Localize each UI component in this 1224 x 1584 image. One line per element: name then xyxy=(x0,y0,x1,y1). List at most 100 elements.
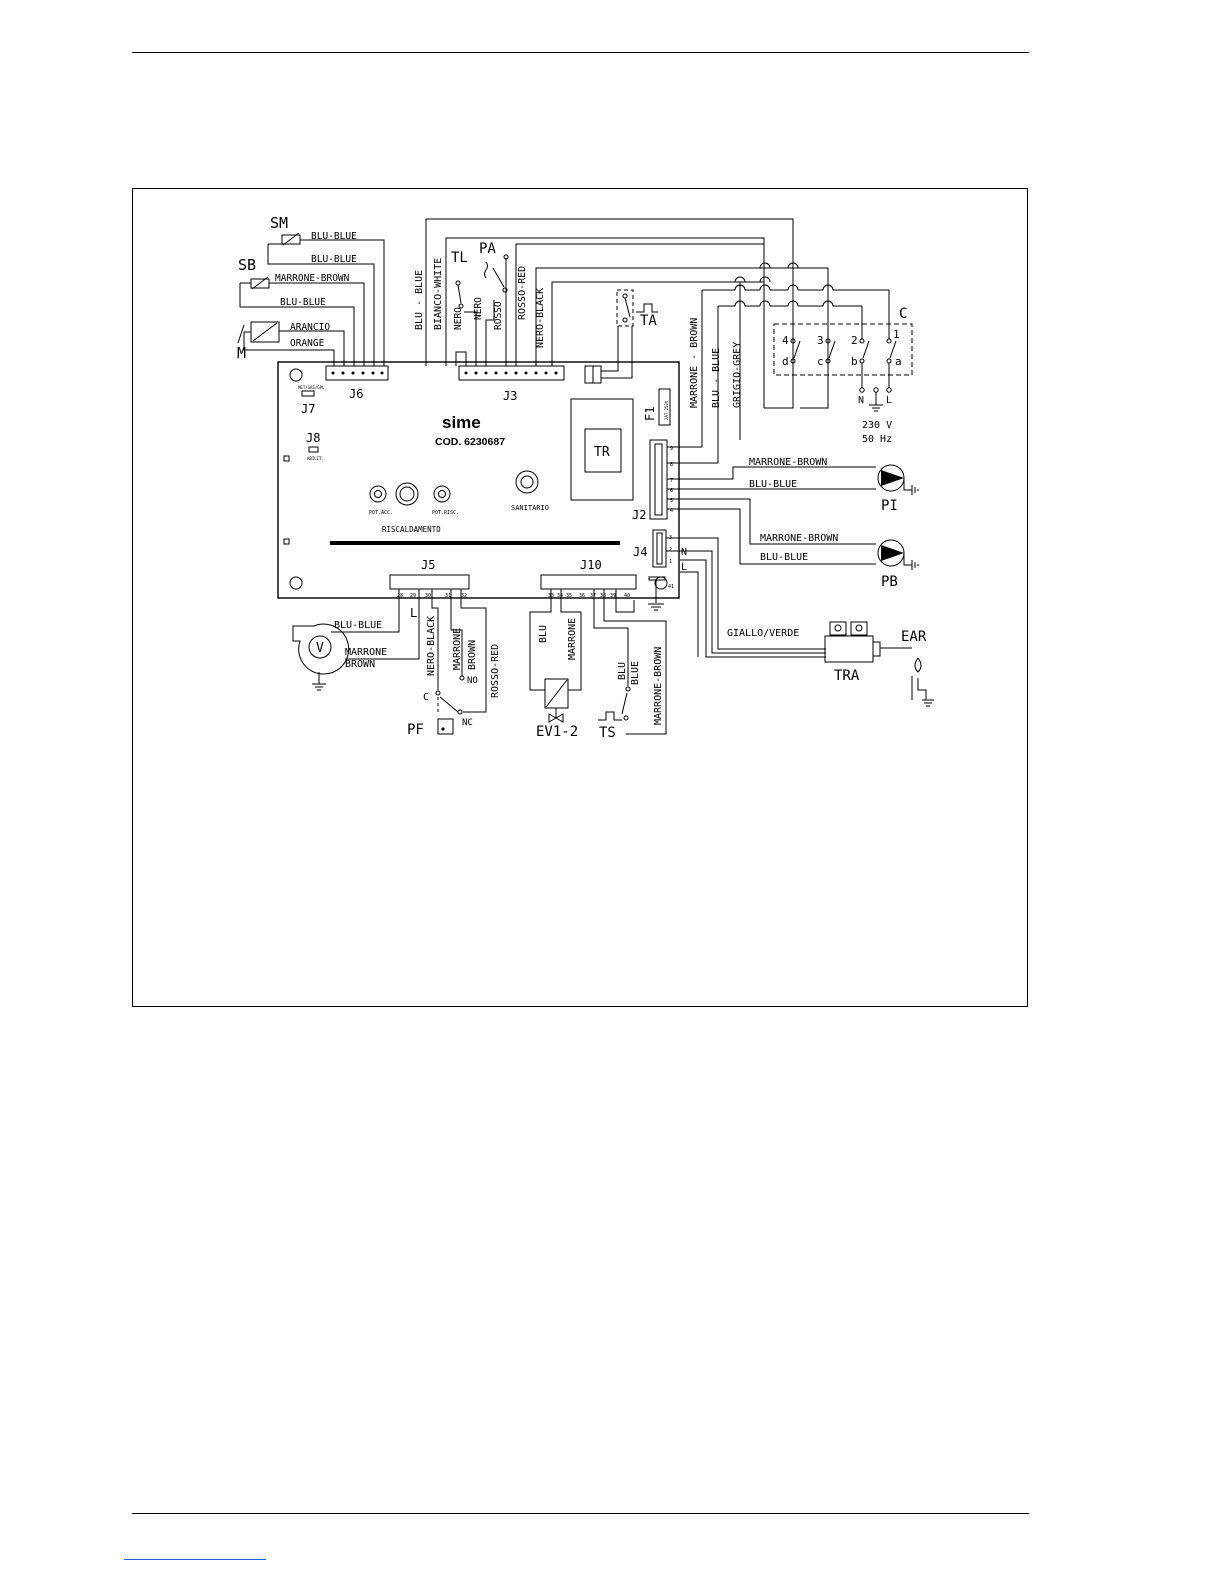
pi-pump-icon xyxy=(877,464,905,492)
svg-text:2: 2 xyxy=(851,334,858,347)
pot-main xyxy=(395,482,419,506)
svg-text:a: a xyxy=(895,355,902,368)
j8-jumper xyxy=(308,446,319,453)
ts-wire-2: BLUE xyxy=(630,661,641,685)
pi-wire-2: BLU-BLUE xyxy=(749,479,797,490)
wire-hops xyxy=(734,262,834,307)
j2-pin-numbers: 9 8 7 6 5 4 xyxy=(670,446,673,514)
tra-igniter xyxy=(824,635,874,663)
f1-tag: 2AT 250V xyxy=(664,400,669,420)
supply-voltage: 230 V xyxy=(862,420,892,431)
j3-wire-1: BLU - BLUE xyxy=(414,270,425,330)
svg-text:d: d xyxy=(782,355,789,368)
j4-pin-numbers: 3 2 1 xyxy=(669,535,672,565)
svg-text:32: 32 xyxy=(461,593,467,599)
svg-text:7: 7 xyxy=(670,478,673,484)
supply-terminals xyxy=(859,387,892,412)
svg-text:4: 4 xyxy=(782,334,789,347)
supply-l: L xyxy=(886,395,892,406)
flame-icon xyxy=(914,657,922,673)
pb-wire-1: MARRONE-BROWN xyxy=(760,533,838,544)
electrode xyxy=(911,676,927,700)
j5-wire-1: NERO-BLACK xyxy=(426,616,437,676)
sb-wire-1: MARRONE-BROWN xyxy=(275,273,350,284)
board-marker xyxy=(283,538,290,545)
pf-switch xyxy=(435,675,465,715)
j2-inner xyxy=(654,443,663,516)
sm-wire-1: BLU-BLUE xyxy=(311,231,357,242)
sb-label: SB xyxy=(238,256,256,274)
j5-label: J5 xyxy=(421,558,435,572)
board-code: COD. 6230687 xyxy=(435,436,505,448)
v-fan-icon xyxy=(292,623,350,675)
svg-text:29: 29 xyxy=(410,593,416,599)
ear-label: EAR xyxy=(901,629,927,645)
j6-pins xyxy=(331,371,384,375)
sb-wire-2: BLU-BLUE xyxy=(280,297,326,308)
sm-label: SM xyxy=(270,214,288,232)
svg-text:1: 1 xyxy=(669,559,672,565)
pot-sanitario xyxy=(515,470,539,494)
j4-l-label: L xyxy=(681,562,687,573)
mount-hole xyxy=(289,576,303,590)
j10-wire-2: MARRONE xyxy=(567,618,578,660)
sm-wire-2: BLU-BLUE xyxy=(311,254,357,265)
j10-label: J10 xyxy=(580,558,602,572)
ta-dashed-box xyxy=(616,289,634,327)
j4-connector xyxy=(652,529,667,568)
tl-label: TL xyxy=(451,250,468,266)
brand-logo: sime xyxy=(442,413,481,432)
j4-n-label: N xyxy=(681,547,687,558)
svg-text:37: 37 xyxy=(590,593,596,599)
j3-wire-3: NERO xyxy=(453,307,464,330)
j3-wire-6: ROSSO-RED xyxy=(517,266,528,320)
j7-label: J7 xyxy=(301,402,315,416)
j5-pin-numbers: 28 29 30 31 32 xyxy=(397,593,467,599)
j5-wire-3: BROWN xyxy=(467,640,478,670)
switch-c-box xyxy=(773,323,913,376)
m-wire-1: ARANCIO xyxy=(290,322,330,333)
svg-text:28: 28 xyxy=(397,593,403,599)
svg-text:31: 31 xyxy=(445,593,451,599)
tra-terminal xyxy=(829,621,847,636)
j10-wire-1: BLU xyxy=(538,625,549,643)
j8-label: J8 xyxy=(306,431,320,445)
ts-switch xyxy=(598,686,631,721)
ts-wire-1: BLU xyxy=(617,662,628,680)
fuse-f1 xyxy=(658,388,671,426)
j3-wire-7: NERO-BLACK xyxy=(535,288,546,348)
control-board xyxy=(277,361,680,599)
tra-wire: GIALLO/VERDE xyxy=(727,628,799,639)
j3-pins xyxy=(464,371,558,375)
pb-pump-icon xyxy=(877,539,905,567)
v-wire-3: BROWN xyxy=(345,659,375,670)
pot-acc-label: POT.ACC. xyxy=(369,510,393,516)
j4-inner xyxy=(656,532,663,565)
pot-risc-label: POT.RISC. xyxy=(432,510,459,516)
pa-switch xyxy=(484,254,509,293)
j2-wire-2: BLU - BLUE xyxy=(711,348,722,408)
v-label: V xyxy=(316,641,324,656)
pi-earth-icon xyxy=(911,485,919,495)
f1-label: F1 xyxy=(643,407,657,421)
svg-text:3: 3 xyxy=(817,334,824,347)
svg-text:39: 39 xyxy=(610,593,616,599)
svg-text:6: 6 xyxy=(670,488,673,494)
j2-connector xyxy=(649,439,668,520)
pin-41-label: 41 xyxy=(668,584,674,590)
pf-no: NO xyxy=(467,676,478,686)
j2-label: J2 xyxy=(632,508,646,522)
ta-switch xyxy=(622,293,631,323)
c-label: C xyxy=(899,306,907,322)
pf-nc: NC xyxy=(462,718,473,728)
tr-label: TR xyxy=(594,445,610,460)
pb-wire-2: BLU-BLUE xyxy=(760,552,808,563)
footer-link-underline xyxy=(124,1559,266,1560)
v-wire-2: MARRONE xyxy=(345,647,387,658)
ev-valve-icon xyxy=(548,708,564,723)
supply-n: N xyxy=(858,395,864,406)
ts-label: TS xyxy=(599,725,616,741)
diagram-frame xyxy=(132,188,1028,1007)
board-earth-icon xyxy=(648,603,664,611)
